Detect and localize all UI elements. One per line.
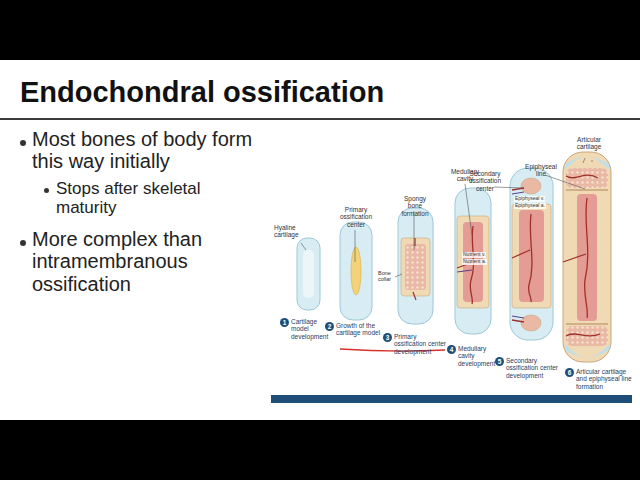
callout-number: 2 (325, 322, 334, 331)
bullet-text: More complex than intramembranous ossifi… (32, 228, 264, 295)
step-caption: Articular cartilage and epiphyseal line … (576, 368, 634, 390)
step-caption: Primary ossification center development (394, 333, 450, 355)
sub-bullet-text: Stops after skeletal maturity (56, 179, 246, 217)
part-label: Primary ossification center (336, 206, 376, 228)
bullet-dot (44, 188, 49, 193)
step-caption: Secondary ossification center developmen… (506, 357, 566, 379)
callout-number: 5 (495, 357, 504, 366)
part-label: Nutrient a. (462, 259, 487, 265)
callout-number: 6 (565, 368, 574, 377)
part-label: Epiphyseal a. (514, 203, 546, 209)
step-caption: Growth of the cartilage model (336, 322, 386, 337)
part-label: Secondary ossification center (468, 170, 502, 192)
callout-number: 4 (447, 345, 456, 354)
part-label: Articular cartilage (568, 136, 610, 151)
slide-title: Endochondral ossification (20, 76, 384, 108)
part-label: Bone collar (378, 270, 396, 282)
part-label: Spongy bone formation (396, 195, 434, 217)
callout-number: 1 (280, 318, 289, 327)
bullet-dot (20, 140, 26, 146)
callout-number: 3 (383, 333, 392, 342)
bullet-text: Most bones of body form this way initial… (32, 128, 272, 173)
part-label: Nutrient v. (462, 252, 486, 258)
part-label: Epiphyseal line (524, 163, 558, 178)
part-label: Epiphyseal v. (514, 196, 545, 202)
bullet-dot (20, 240, 26, 246)
part-label: Hyaline cartilage (274, 224, 308, 239)
